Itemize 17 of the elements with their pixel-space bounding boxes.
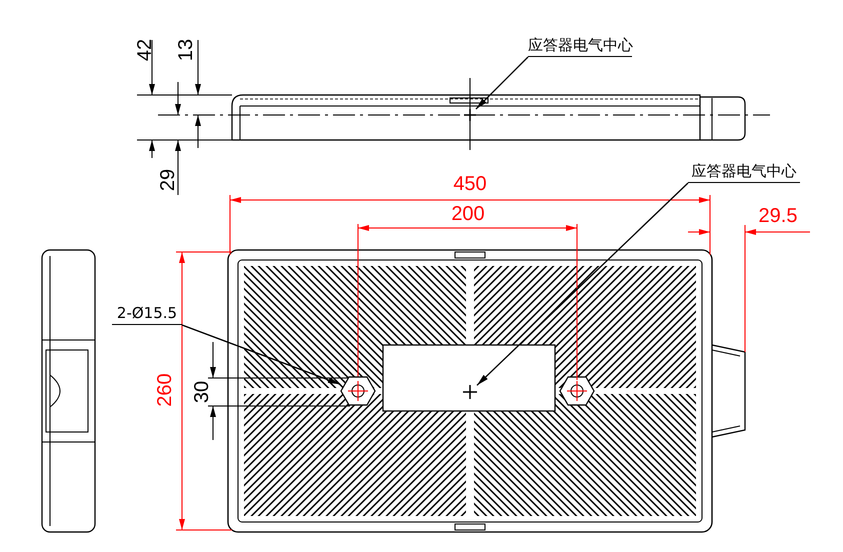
callout-label: 2-Ø15.5 [112, 302, 182, 325]
dimension-label: 200 [451, 203, 485, 225]
dimension-label: 42 [134, 38, 156, 62]
dimension-label: 29.5 [758, 205, 798, 227]
center-mark [463, 385, 477, 399]
callout-label: 应答器电气中心 [688, 160, 800, 183]
callout-label: 应答器电气中心 [528, 34, 632, 57]
dimension-label: 450 [453, 173, 487, 195]
dimension-label: 29 [157, 168, 179, 192]
leader-line [476, 182, 688, 386]
dimension-label: 13 [175, 38, 197, 62]
dimension-label: 260 [154, 373, 176, 407]
bolt-hole [340, 376, 376, 406]
leader-line [476, 56, 528, 110]
center-mark [464, 109, 476, 121]
leader-line [182, 324, 340, 385]
dimension-label: 30 [191, 380, 213, 404]
